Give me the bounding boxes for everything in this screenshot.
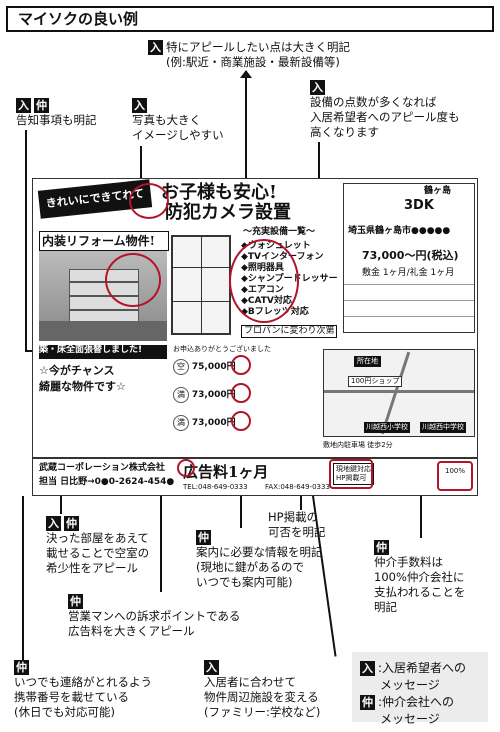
map-school: 川越西小学校: [364, 422, 410, 433]
leader-guide: [240, 496, 242, 528]
onsite-text: 現地鍵対応 HP掲載可: [333, 463, 374, 485]
page-title: マイソクの良い例: [6, 6, 494, 32]
leader-fee: [420, 496, 422, 538]
highlight-rooms-2: [231, 383, 251, 403]
contact-person: 担当 日比野→0●0-2624-454●: [39, 477, 175, 487]
flyer-reform: 内装リフォーム物件!: [39, 231, 169, 251]
leader-hp: [300, 496, 302, 510]
leader-ad: [160, 496, 162, 592]
callout-guide: 仲 案内に必要な情報を明記 (現地に鍵があるので いつでも案内可能): [196, 530, 323, 589]
area-map: 所在地 100円ショップ 川越西小学校 川越西中学校: [323, 349, 475, 437]
flyer-headline2: 防犯カメラ設置: [165, 202, 291, 223]
badge-tenant: 入: [148, 40, 163, 55]
station-text: 鶴ヶ島: [424, 186, 452, 196]
legend: 入:入居希望者への メッセージ 仲:仲介会社への メッセージ: [352, 652, 488, 726]
callout-highlight: 入特にアピールしたい点は大きく明記 (例:駅近・商業施設・最新設備等): [148, 40, 350, 69]
parking-text: 敷地内駐車場 徒歩2分: [323, 441, 393, 449]
rare-text: 綺麗な物件です☆: [39, 380, 126, 393]
ad-fee-text: 広告料1ヶ月: [183, 463, 269, 481]
callout-equipment: 入 設備の点数が多くなれば 入居希望者へのアピール度も 高くなります: [310, 80, 460, 139]
callout-fee: 仲 仲介手数料は 100%仲介会社に 支払われることを 明記: [374, 540, 466, 614]
callout-facility: 入 入居者に合わせて 物件周辺施設を変える (ファミリー:学校など): [204, 660, 321, 719]
map-location: 所在地: [354, 356, 381, 367]
deposit-text: 敷金 1ヶ月/礼金 1ヶ月: [362, 268, 455, 278]
highlight-rooms: [231, 355, 251, 375]
layout-text: 3DK: [404, 198, 434, 213]
flyer-headline: お子様も安心!: [161, 182, 277, 203]
notice-banner: 築・床全面張替しました!: [39, 345, 167, 359]
highlight-hp: [329, 459, 373, 489]
building-photo: [39, 251, 167, 341]
leader-disclosure: [25, 130, 27, 352]
tel-text: TEL:048-649-0333: [183, 483, 248, 491]
highlight-photo: [105, 253, 161, 307]
leader-phone: [22, 496, 24, 660]
leader-disclosure-h: [25, 350, 37, 352]
rent-text: 73,000〜円(税込): [362, 249, 459, 262]
callout-disclosure: 入仲 告知事項も明記: [16, 98, 97, 127]
info-panel: 3DK 鶴ヶ島 埼玉県鶴ヶ島市●●●●● 73,000〜円(税込) 敷金 1ヶ月…: [343, 183, 475, 333]
highlight-rooms-3: [231, 411, 251, 431]
chance-text: ☆今がチャンス: [39, 364, 115, 377]
company-name: 武蔵コーポレーション株式会社: [39, 463, 165, 473]
callout-phone: 仲 いつでも連絡がとれるよう 携帯番号を載せている (休日でも対応可能): [14, 660, 152, 719]
callout-ad-fee: 仲 営業マンへの訴求ポイントである 広告料を大きくアピール: [68, 594, 241, 638]
callout-photo: 入 写真も大きく イメージしやすい: [132, 98, 224, 142]
callout-hp: HP掲載の 可否を明記: [268, 510, 326, 539]
highlight-ad-fee: [177, 459, 195, 477]
map-school2: 川越西中学校: [420, 422, 466, 433]
arrow-line: [245, 76, 247, 178]
equipment-title: 〜充実設備一覧〜: [243, 227, 316, 237]
leader-vacancy: [60, 496, 62, 514]
room-row: 満 73,000円: [173, 387, 313, 403]
footer-card: 武蔵コーポレーション株式会社 担当 日比野→0●0-2624-454● 広告料1…: [32, 458, 478, 496]
highlight-header: [129, 183, 169, 219]
room-row: 満 73,000円: [173, 415, 313, 431]
propane-note: プロパンに変わり次第: [241, 325, 338, 338]
fax-text: FAX:048-649-0333: [265, 483, 330, 491]
room-row: 空 75,000円: [173, 359, 313, 375]
floor-plan: [171, 235, 231, 335]
flyer: きれいにできてれてま! お子様も安心! 防犯カメラ設置 内装リフォーム物件! 〜…: [32, 178, 478, 458]
highlight-equipment: [229, 239, 299, 323]
callout-vacancy: 入仲 決った部屋をあえて 載せることで空室の 希少性をアピール: [46, 516, 150, 575]
thanks-text: お申込ありがとうございました: [173, 345, 271, 353]
map-shop: 100円ショップ: [348, 376, 403, 387]
highlight-fee: [437, 461, 473, 491]
arrow-head: [240, 70, 252, 78]
fee-rate: 100%: [445, 467, 466, 475]
address-text: 埼玉県鶴ヶ島市●●●●●: [348, 226, 451, 236]
